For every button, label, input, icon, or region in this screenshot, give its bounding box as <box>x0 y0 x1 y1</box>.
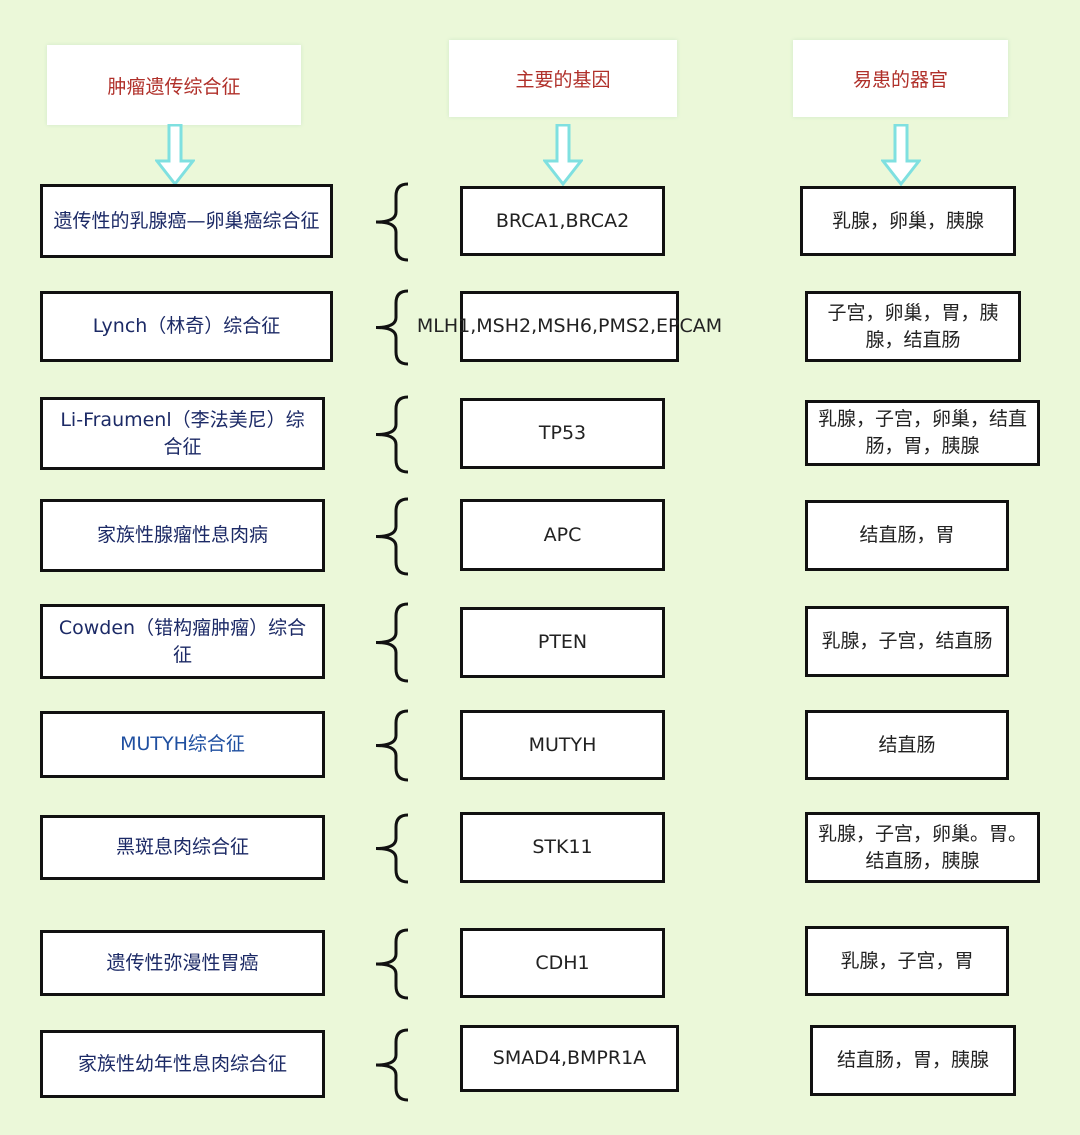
curly-brace-icon <box>375 497 409 576</box>
syndrome-box-label: 遗传性的乳腺癌—卵巢癌综合征 <box>53 209 320 232</box>
organ-box: 乳腺，子宫，卵巢，结直肠，胃，胰腺 <box>805 400 1040 466</box>
organ-box: 子宫，卵巢，胃，胰腺，结直肠 <box>805 291 1021 362</box>
gene-box: SMAD4,BMPR1A <box>460 1025 679 1092</box>
curly-brace-icon <box>375 709 409 782</box>
syndrome-box-label: MUTYH综合征 <box>120 733 245 755</box>
organ-box: 结直肠，胃 <box>805 500 1009 571</box>
curly-brace-icon <box>375 1028 409 1102</box>
organ-box: 乳腺，子宫，结直肠 <box>805 606 1009 677</box>
gene-box-label: MUTYH <box>528 733 597 756</box>
gene-box: STK11 <box>460 812 665 883</box>
organ-box: 结直肠，胃，胰腺 <box>810 1025 1016 1096</box>
header-syndrome-label: 肿瘤遗传综合征 <box>107 75 241 98</box>
gene-box: TP53 <box>460 398 665 469</box>
header-gene-label: 主要的基因 <box>515 69 611 91</box>
down-arrow-icon <box>881 124 921 186</box>
gene-box: MLH1,MSH2,MSH6,PMS2,EPCAM <box>417 291 722 362</box>
curly-brace-icon <box>375 928 409 1000</box>
organ-box-label: 结直肠 <box>878 733 936 756</box>
organ-box: 结直肠 <box>805 710 1009 780</box>
organ-box-label: 乳腺，子宫，结直肠 <box>821 630 993 652</box>
syndrome-box: 家族性腺瘤性息肉病 <box>40 499 325 572</box>
syndrome-box: Cowden（错构瘤肿瘤）综合征 <box>40 604 325 679</box>
syndrome-box-label: 遗传性弥漫性胃癌 <box>106 951 259 974</box>
curly-brace-icon <box>375 289 409 366</box>
syndrome-box: MUTYH综合征 <box>40 711 325 778</box>
gene-box-label: STK11 <box>532 836 593 858</box>
syndrome-box-label: 黑斑息肉综合征 <box>115 836 249 858</box>
organ-box-label: 结直肠，胃 <box>859 524 955 546</box>
syndrome-box: Lynch（林奇）综合征 <box>40 291 333 362</box>
header-gene: 主要的基因 <box>449 40 677 117</box>
organ-box-label: 乳腺，子宫，卵巢。胃。结直肠，胰腺 <box>818 822 1028 872</box>
organ-box-label: 子宫，卵巢，胃，胰腺，结直肠 <box>827 301 999 351</box>
syndrome-box: 遗传性弥漫性胃癌 <box>40 930 325 996</box>
organ-box: 乳腺，卵巢，胰腺 <box>800 186 1016 256</box>
down-arrow-icon <box>155 124 195 186</box>
organ-box: 乳腺，子宫，卵巢。胃。结直肠，胰腺 <box>805 812 1040 883</box>
gene-box: PTEN <box>460 607 665 678</box>
organ-box-label: 乳腺，子宫，卵巢，结直肠，胃，胰腺 <box>818 408 1028 457</box>
header-syndrome: 肿瘤遗传综合征 <box>47 45 301 125</box>
organ-box-label: 结直肠，胃，胰腺 <box>836 1049 989 1071</box>
gene-box: BRCA1,BRCA2 <box>460 186 665 256</box>
curly-brace-icon <box>375 813 409 884</box>
gene-box-label: PTEN <box>537 631 588 653</box>
curly-brace-icon <box>375 182 409 262</box>
gene-box: CDH1 <box>460 928 665 998</box>
syndrome-box: 遗传性的乳腺癌—卵巢癌综合征 <box>40 184 333 258</box>
gene-box-label: APC <box>543 523 582 546</box>
syndrome-box-label: 家族性腺瘤性息肉病 <box>96 524 268 546</box>
header-organ: 易患的器官 <box>793 40 1008 117</box>
organ-box-label: 乳腺，子宫，胃 <box>840 949 974 972</box>
curly-brace-icon <box>375 395 409 474</box>
syndrome-box: 家族性幼年性息肉综合征 <box>40 1030 325 1098</box>
organ-box: 乳腺，子宫，胃 <box>805 926 1009 996</box>
gene-box-label: SMAD4,BMPR1A <box>492 1047 647 1069</box>
gene-box-label: TP53 <box>538 422 587 444</box>
gene-box: APC <box>460 499 665 571</box>
syndrome-box: Li-Fraumenl（李法美尼）综合征 <box>40 397 325 470</box>
syndrome-box: 黑斑息肉综合征 <box>40 815 325 880</box>
curly-brace-icon <box>375 602 409 683</box>
syndrome-box-label: 家族性幼年性息肉综合征 <box>77 1052 287 1075</box>
gene-box-label: CDH1 <box>535 951 590 974</box>
gene-box-label: MLH1,MSH2,MSH6,PMS2,EPCAM <box>416 315 723 337</box>
gene-box: MUTYH <box>460 710 665 780</box>
down-arrow-icon <box>543 124 583 186</box>
syndrome-box-label: Cowden（错构瘤肿瘤）综合征 <box>58 616 307 666</box>
gene-box-label: BRCA1,BRCA2 <box>495 209 630 232</box>
syndrome-box-label: Li-Fraumenl（李法美尼）综合征 <box>60 408 305 458</box>
organ-box-label: 乳腺，卵巢，胰腺 <box>831 209 984 232</box>
syndrome-box-label: Lynch（林奇）综合征 <box>92 315 281 337</box>
header-organ-label: 易患的器官 <box>852 69 948 91</box>
